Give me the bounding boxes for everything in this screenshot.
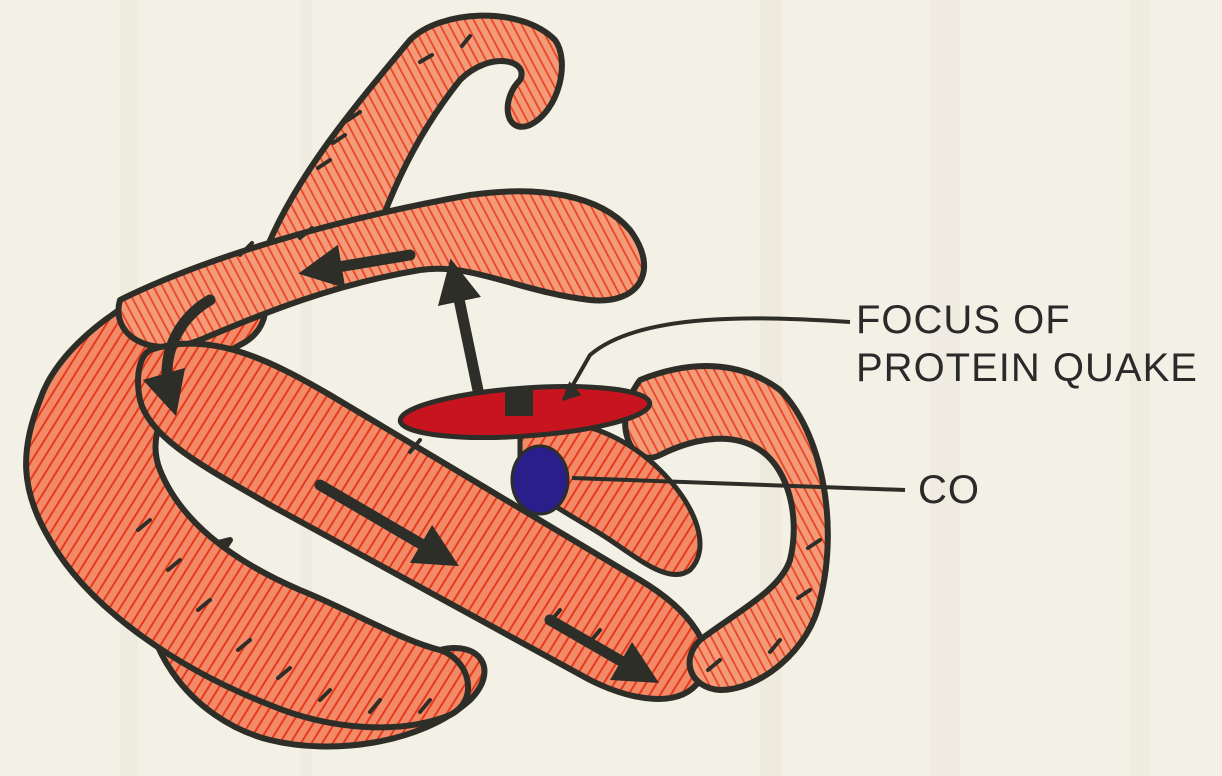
- co-ligand-icon: [512, 446, 568, 514]
- focus-label-line-2: PROTEIN QUAKE: [856, 348, 1198, 388]
- focus-label-line-1: FOCUS OF: [856, 300, 1198, 340]
- focus-of-protein-quake-label: FOCUS OF PROTEIN QUAKE: [856, 300, 1198, 396]
- co-label: CO: [918, 470, 980, 510]
